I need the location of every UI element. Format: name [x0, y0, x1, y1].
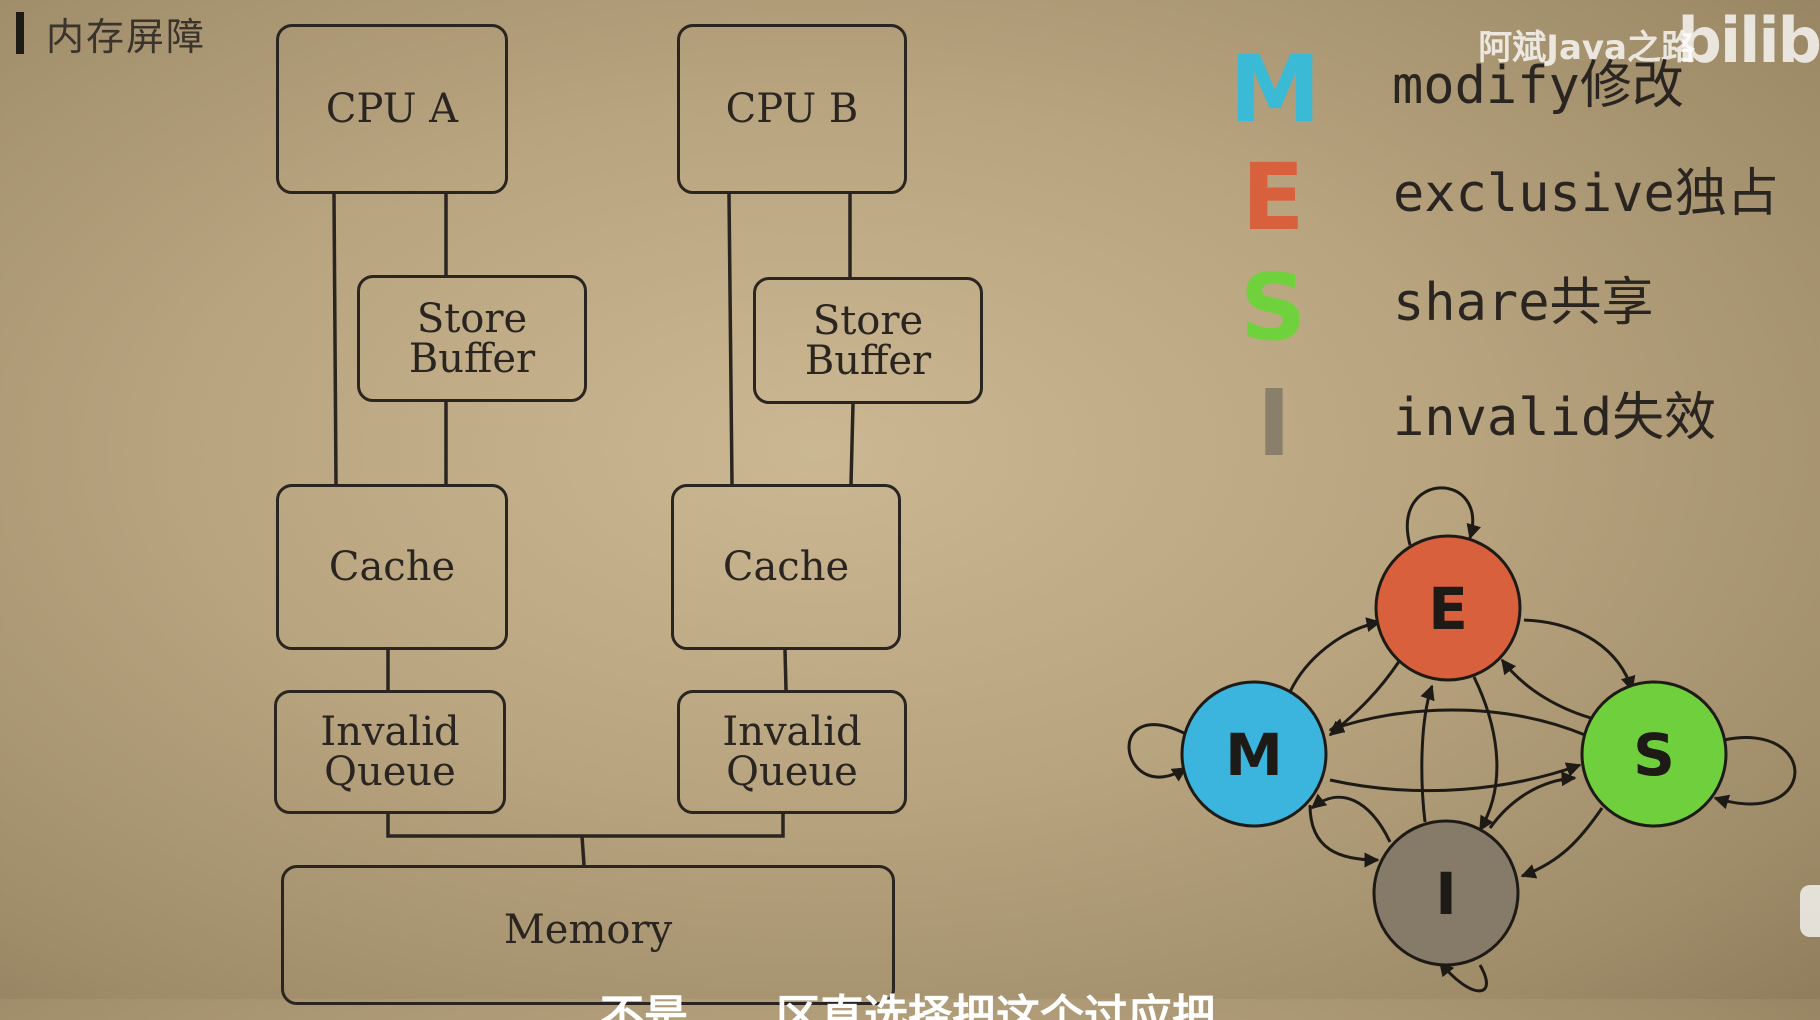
edge-e-self	[1406, 486, 1481, 546]
legend-text-e: exclusive独占	[1393, 164, 1779, 224]
legend-letter-i: I	[1256, 370, 1292, 477]
legend-text-s: share共享	[1393, 273, 1654, 333]
edge-e-m	[1328, 659, 1402, 737]
cpu-b-cache: Cache	[671, 484, 901, 650]
mesi-state-diagram: E M S I	[1127, 486, 1797, 993]
legend-letter-s: S	[1239, 254, 1307, 361]
edge-s-i	[1520, 807, 1604, 879]
edge-s-self	[1713, 736, 1797, 810]
edge-m-e	[1288, 617, 1382, 693]
edge-e-i	[1472, 676, 1499, 832]
state-e-label: E	[1428, 575, 1468, 643]
legend-letter-e: E	[1241, 144, 1305, 251]
state-s-circle	[1580, 680, 1728, 828]
legend-text-m: modify修改	[1392, 56, 1684, 116]
state-m-circle	[1180, 680, 1328, 828]
legend-text-i: invalid失效	[1393, 388, 1717, 448]
cpu-a-cache: Cache	[276, 484, 508, 650]
edge-s-e	[1500, 658, 1599, 722]
state-s-label: S	[1633, 721, 1675, 789]
state-e-circle	[1374, 534, 1522, 682]
state-i-label: I	[1435, 860, 1457, 928]
edge-i-e	[1420, 684, 1435, 823]
cpu-b-box: CPU B	[677, 24, 907, 194]
edge-s-m	[1328, 708, 1586, 737]
cpu-b-invalid-queue: Invalid Queue	[677, 690, 907, 814]
edge-e-s	[1523, 618, 1636, 692]
channel-watermark: 阿斌Java之路	[1478, 28, 1695, 68]
edge-m-s	[1329, 762, 1582, 793]
cpu-a-invalid-queue: Invalid Queue	[274, 690, 506, 814]
state-m-label: M	[1225, 721, 1283, 789]
cpu-a-store-buffer: Store Buffer	[357, 275, 587, 402]
edge-m-i	[1308, 804, 1380, 868]
bilibili-logo: bilib	[1677, 4, 1820, 77]
cpu-b-store-buffer: Store Buffer	[753, 277, 983, 404]
side-tab-handle[interactable]	[1800, 885, 1820, 937]
page-title: 内存屏障	[46, 15, 207, 59]
architecture-connectors	[332, 193, 855, 866]
edge-m-self	[1127, 723, 1189, 782]
title-marker	[16, 12, 24, 54]
state-i-circle	[1372, 819, 1520, 967]
edge-i-m	[1310, 793, 1392, 843]
video-subtitle: 不是……区直选择把这个过应把	[600, 991, 1216, 1020]
cpu-a-box: CPU A	[276, 24, 508, 194]
legend-letter-m: M	[1229, 36, 1321, 143]
edge-i-self	[1438, 960, 1488, 993]
edge-i-s	[1488, 771, 1577, 829]
